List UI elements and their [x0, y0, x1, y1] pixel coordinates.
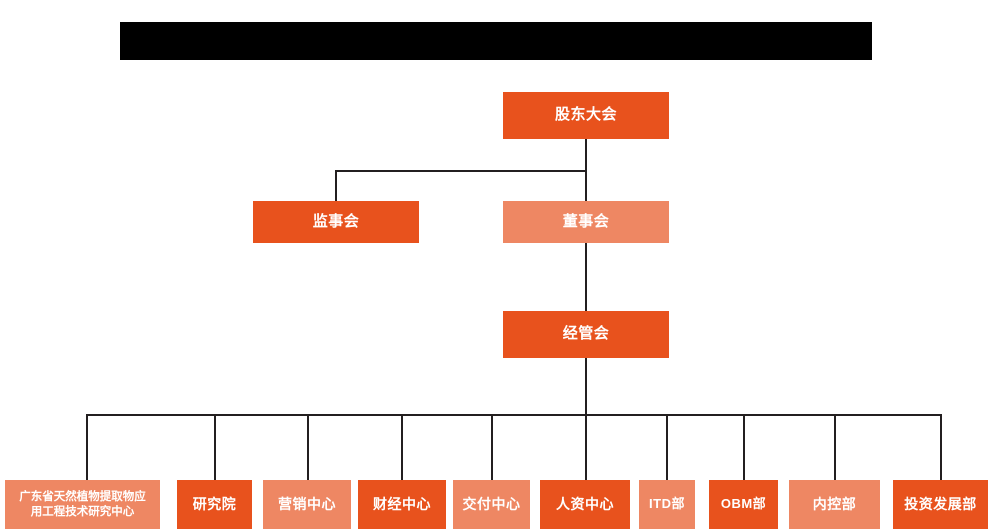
node-itd-department[interactable]: ITD部	[639, 480, 695, 529]
node-shareholders-meeting[interactable]: 股东大会	[503, 92, 669, 139]
connector-stub-marketing-center	[307, 414, 309, 480]
connector-stub-hr-center	[585, 414, 587, 480]
node-finance-center[interactable]: 财经中心	[358, 480, 446, 529]
connector-stub-investment-development-department	[940, 414, 942, 480]
connector-stub-internal-control-department	[834, 414, 836, 480]
node-management-committee[interactable]: 经管会	[503, 311, 669, 358]
node-board-of-directors[interactable]: 董事会	[503, 201, 669, 243]
connector-stub-research-institute	[214, 414, 216, 480]
node-supervisory-board[interactable]: 监事会	[253, 201, 419, 243]
connector-stub-delivery-center	[491, 414, 493, 480]
connector-management-down	[585, 357, 587, 415]
node-marketing-center[interactable]: 营销中心	[263, 480, 351, 529]
connector-shareholders-down	[585, 139, 587, 171]
connector-directors-to-management	[585, 242, 587, 311]
node-obm-department[interactable]: OBM部	[709, 480, 778, 529]
node-guangdong-research-center[interactable]: 广东省天然植物提取物应 用工程技术研究中心	[5, 480, 160, 529]
connector-stub-itd-department	[666, 414, 668, 480]
connector-directors-up	[585, 170, 587, 201]
node-hr-center[interactable]: 人资中心	[540, 480, 630, 529]
connector-departments-bus	[86, 414, 942, 416]
connector-level2-bus	[335, 170, 587, 172]
node-guangdong-research-center-line1: 广东省天然植物提取物应	[19, 491, 146, 504]
node-delivery-center[interactable]: 交付中心	[453, 480, 530, 529]
connector-stub-obm-department	[743, 414, 745, 480]
node-internal-control-department[interactable]: 内控部	[789, 480, 880, 529]
node-investment-development-department[interactable]: 投资发展部	[893, 480, 988, 529]
connector-stub-finance-center	[401, 414, 403, 480]
connector-supervisory-up	[335, 170, 337, 201]
node-guangdong-research-center-line2: 用工程技术研究中心	[30, 505, 135, 518]
redaction-bar	[120, 22, 872, 60]
node-research-institute[interactable]: 研究院	[177, 480, 252, 529]
connector-stub-guangdong-research-center	[86, 414, 88, 480]
